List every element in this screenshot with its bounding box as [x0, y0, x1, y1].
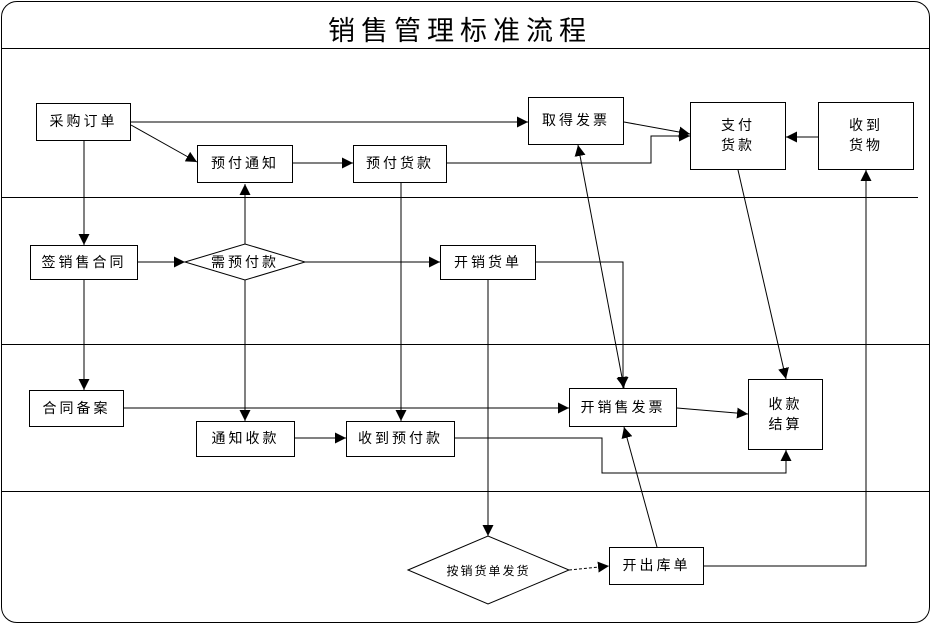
node-sign-contract: 签销售合同	[30, 245, 138, 280]
node-prepay-goods: 预付货款	[353, 145, 447, 183]
page-title: 销售管理标准流程	[328, 16, 592, 47]
arrow-receive-prepay-to-settlement	[455, 437, 792, 474]
arrow-pay-to-settlement	[737, 169, 789, 380]
node-open-sales-bill: 开销货单	[440, 245, 536, 280]
node-get-invoice: 取得发票	[528, 97, 624, 145]
node-receive-prepay: 收到预付款	[346, 421, 455, 457]
node-settlement: 收款 结算	[748, 379, 823, 450]
arrow-order-to-prepay-notice	[130, 124, 198, 163]
arrow-invoice-to-pay	[623, 121, 691, 138]
node-open-sales-invoice: 开销售发票	[569, 388, 677, 427]
arrow-invoice-to-sales-invoice	[574, 144, 628, 389]
lane-divider-3	[2, 491, 929, 492]
node-open-outbound: 开出库单	[609, 547, 704, 585]
arrow-outbound-to-sales-invoice	[621, 426, 658, 548]
node-contract-filing: 合同备案	[29, 390, 124, 427]
node-purchase-order: 采购订单	[36, 103, 131, 141]
node-need-prepay: 需预付款	[211, 255, 279, 271]
arrow-outbound-to-receive-goods	[704, 170, 872, 567]
node-receive-goods: 收到 货物	[818, 102, 914, 170]
node-prepay-notice: 预付通知	[197, 145, 293, 183]
lane-divider-1	[2, 197, 918, 198]
node-ship-by-bill: 按销货单发货	[446, 563, 531, 578]
node-pay-goods: 支付 货款	[690, 102, 786, 170]
lane-divider-2	[2, 344, 929, 345]
node-notice-collect: 通知收款	[196, 421, 295, 457]
arrow-ship-to-outbound	[568, 561, 610, 573]
header-divider	[2, 48, 929, 49]
arrow-sales-bill-to-sales-invoice	[536, 261, 629, 388]
arrow-sales-invoice-to-settlement	[676, 407, 749, 419]
arrow-prepay-to-pay	[447, 130, 690, 164]
